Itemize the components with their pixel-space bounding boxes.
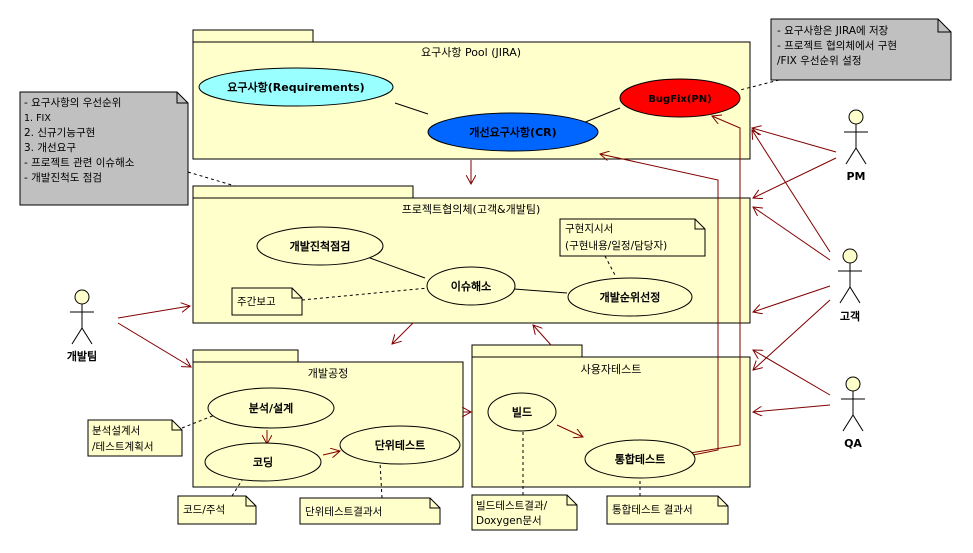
note-impl-instruction[interactable]: 구현지시서 (구현내용/일정/담당자) [559,218,706,257]
actor-pm[interactable]: PM [844,109,868,183]
actor-label: PM [846,170,865,183]
actor-dev-team[interactable]: 개발팀 [67,289,97,363]
note-build-result[interactable]: 빌드테스트결과/ Doxygen문서 [471,494,578,531]
package-title: 프로젝트협의체(고객&개발팀) [402,203,541,216]
note-top-right[interactable]: - 요구사항은 JIRA에 저장 - 프로젝트 협의체에서 구현 /FIX 우선… [770,18,952,81]
note-line: 주간보고 [237,296,276,308]
usecase-label: BugFix(PN) [648,94,711,105]
usecase-label: 통합테스트 [615,452,666,466]
usecase-issue-resolution[interactable]: 이슈해소 [426,266,516,306]
usecase-label: 코딩 [253,455,273,469]
package-title: 요구사항 Pool (JIRA) [421,46,521,59]
note-line: - 개발진척도 점검 [24,172,102,184]
note-line: Doxygen문서 [476,515,542,527]
note-left[interactable]: - 요구사항의 우선순위 1. FIX 2. 신규기능구현 3. 개선요구 - … [19,91,189,206]
note-line: /FIX 우선순위 설정 [777,54,862,67]
actor-label: 고객 [840,309,860,323]
note-line: 2. 신규기능구현 [24,127,95,139]
actor-qa[interactable]: QA [841,376,865,450]
note-line: 코드/주석 [183,504,225,516]
package-title: 사용자테스트 [581,363,642,376]
usecase-progress-check[interactable]: 개발진척점검 [256,226,384,266]
note-line: 빌드테스트결과/ [476,500,548,512]
usecase-bugfix[interactable]: BugFix(PN) [619,78,741,118]
note-line: /테스트계획서 [92,441,154,453]
actor-label: 개발팀 [67,349,97,363]
note-line: 3. 개선요구 [24,142,76,154]
note-integration-result[interactable]: 통합테스트 결과서 [606,495,729,525]
usecase-change-request[interactable]: 개선요구사항(CR) [427,112,599,152]
package-title: 개발공정 [308,367,348,380]
usecase-coding[interactable]: 코딩 [204,442,322,482]
note-line: 분석설계서 [92,425,140,437]
usecase-requirements[interactable]: 요구사항(Requirements) [198,67,394,107]
note-line: (구현내용/일정/담당자) [565,239,667,252]
note-code-comment[interactable]: 코드/주석 [177,495,257,525]
note-line: - 프로젝트 관련 이슈해소 [24,156,135,169]
note-line: - 요구사항은 JIRA에 저장 [777,25,889,37]
usecase-label: 단위테스트 [375,438,426,452]
note-unit-test-result[interactable]: 단위테스트결과서 [299,497,441,525]
note-line: - 프로젝트 협의체에서 구현 [777,39,897,52]
usecase-label: 개선요구사항(CR) [469,125,556,139]
stick-figure-icon [838,248,862,304]
usecase-analysis-design[interactable]: 분석/설계 [207,387,335,429]
association-lines [117,102,837,459]
usecase-label: 요구사항(Requirements) [227,80,364,94]
usecase-priority-setting[interactable]: 개발순위선정 [567,277,693,317]
usecase-label: 개발순위선정 [600,290,661,304]
note-weekly-report[interactable]: 주간보고 [231,287,303,316]
actor-label: QA [844,437,862,450]
note-line: 구현지시서 [565,223,613,235]
stick-figure-icon [841,376,865,432]
usecase-label: 분석/설계 [249,401,294,415]
note-line: 단위테스트결과서 [305,505,382,518]
usecase-label: 빌드 [512,405,532,419]
note-line: 통합테스트 결과서 [612,504,693,516]
stick-figure-icon [70,289,94,345]
usecase-build[interactable]: 빌드 [487,392,557,432]
usecase-label: 이슈해소 [451,279,491,293]
note-analysis-docs[interactable]: 분석설계서 /테스트계획서 [87,419,183,457]
stick-figure-icon [844,109,868,165]
usecase-label: 개발진척점검 [290,239,351,253]
note-line: - 요구사항의 우선순위 [24,96,121,109]
usecase-unit-test[interactable]: 단위테스트 [339,425,461,465]
usecase-integration-test[interactable]: 통합테스트 [584,439,696,479]
note-line: 1. FIX [24,113,51,124]
actor-customer[interactable]: 고객 [838,248,862,323]
